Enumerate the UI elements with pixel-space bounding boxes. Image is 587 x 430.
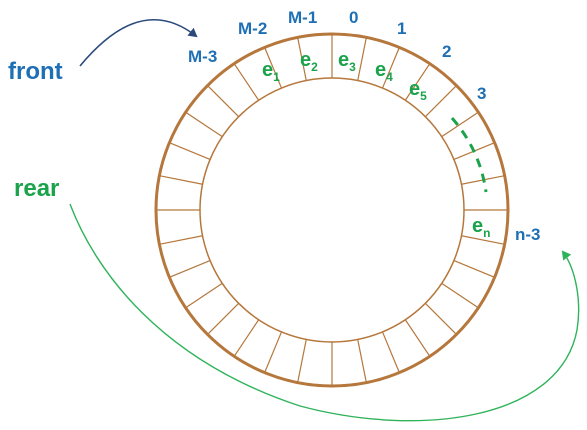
ring-divider bbox=[381, 331, 400, 373]
element-en: en bbox=[472, 215, 490, 240]
continuation-dashes bbox=[450, 117, 488, 193]
element-en-base: e bbox=[472, 215, 483, 237]
front-arrow bbox=[79, 18, 198, 67]
front-label: front bbox=[8, 58, 63, 85]
ring-divider bbox=[424, 302, 457, 335]
element-e2: e2 bbox=[300, 49, 318, 74]
ring-divider bbox=[207, 85, 240, 118]
ring-divider bbox=[441, 111, 479, 138]
ring-divider bbox=[233, 63, 260, 101]
element-e3-sub: 3 bbox=[349, 60, 356, 74]
element-e4-sub: 4 bbox=[386, 70, 393, 84]
front-pointer: front bbox=[8, 18, 198, 85]
ring-divider bbox=[441, 282, 479, 309]
ring-divider bbox=[461, 235, 505, 245]
ring-divider bbox=[357, 339, 367, 383]
index-label-n-3: n-3 bbox=[515, 225, 541, 244]
queue-ring bbox=[154, 32, 510, 388]
ring-divider bbox=[207, 302, 240, 335]
index-label-2: 2 bbox=[442, 42, 451, 61]
rear-arrow bbox=[69, 203, 580, 422]
index-label-m-2: M-2 bbox=[238, 19, 267, 38]
element-e4: e4 bbox=[375, 59, 393, 84]
element-e5: e5 bbox=[409, 78, 427, 103]
rear-label: rear bbox=[14, 175, 59, 202]
index-label-1: 1 bbox=[397, 19, 406, 38]
ring-divider bbox=[264, 47, 283, 89]
ring-divider bbox=[381, 47, 400, 89]
ring-divider bbox=[453, 259, 495, 278]
index-label-0: 0 bbox=[349, 8, 358, 27]
element-e5-base: e bbox=[409, 78, 420, 100]
ring-divider bbox=[264, 331, 283, 373]
ring-divider bbox=[169, 259, 211, 278]
element-e4-base: e bbox=[375, 59, 386, 81]
element-e1-sub: 1 bbox=[273, 70, 280, 84]
ring-divider bbox=[297, 37, 307, 81]
ring-divider bbox=[357, 37, 367, 81]
ring-divider bbox=[404, 319, 431, 357]
element-e1-base: e bbox=[262, 59, 273, 81]
ring-divider bbox=[297, 339, 307, 383]
ring-divider bbox=[424, 85, 457, 118]
ring-inner-circle bbox=[199, 77, 465, 343]
ring-divider bbox=[185, 282, 223, 309]
ring-divider bbox=[159, 235, 203, 245]
element-e3: e3 bbox=[338, 49, 356, 74]
element-e2-sub: 2 bbox=[311, 60, 318, 74]
index-labels: M-3 M-2 M-1 0 1 2 3 n-3 bbox=[188, 8, 541, 244]
index-label-m-1: M-1 bbox=[288, 8, 317, 27]
index-label-3: 3 bbox=[477, 84, 486, 103]
ring-cell-dividers bbox=[156, 34, 508, 386]
element-en-sub: n bbox=[483, 226, 490, 240]
ring-divider bbox=[185, 111, 223, 138]
element-e3-base: e bbox=[338, 49, 349, 71]
index-label-m-3: M-3 bbox=[188, 47, 217, 66]
ring-divider bbox=[404, 63, 431, 101]
element-e1: e1 bbox=[262, 59, 280, 84]
queue-elements: e1 e2 e3 e4 e5 en bbox=[262, 49, 490, 240]
ring-divider bbox=[169, 142, 211, 161]
rear-pointer: rear bbox=[14, 175, 580, 422]
ring-divider bbox=[159, 175, 203, 185]
element-e2-base: e bbox=[300, 49, 311, 71]
ring-divider bbox=[233, 319, 260, 357]
element-e5-sub: 5 bbox=[420, 89, 427, 103]
